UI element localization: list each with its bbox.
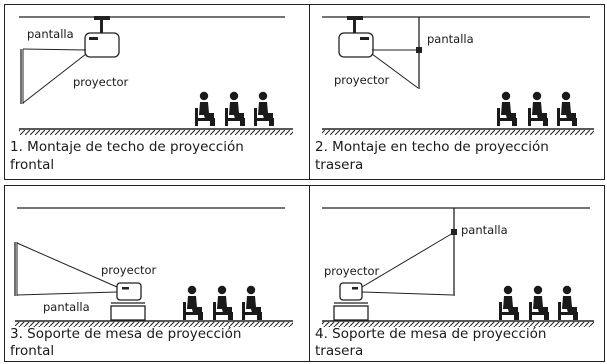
caption-line-1: 4. Soporte de mesa de proyección [315,326,547,342]
projector-device [339,282,363,301]
screen-label: pantalla [27,27,74,41]
table [110,302,146,321]
screen [14,242,18,296]
projection-beam [22,48,87,104]
panel-table-front: proyector pantalla 3. Soporte de mesa de… [4,185,310,362]
floor [15,320,293,327]
audience [499,285,578,320]
screen-label: pantalla [43,300,90,314]
caption-line-2: frontal [10,157,55,173]
caption-line-2: trasera [315,343,364,359]
projection-beam [361,232,454,296]
caption-line-1: 3. Soporte de mesa de proyección [10,326,242,342]
projector-label: proyector [73,75,129,89]
projection-beam [16,242,118,296]
caption-line-1: 2. Montaje en techo de proyección [315,139,549,155]
panel-ceiling-rear: pantalla proyector 2. Montaje en techo d… [309,4,605,180]
panel-ceiling-front: pantalla proyector 1. Montaje de techo d… [4,4,310,180]
floor [322,128,594,135]
floor [19,128,293,135]
projector-device [116,282,142,301]
audience [183,285,262,320]
caption-line-2: frontal [10,343,55,359]
screen [451,208,457,296]
projector-label: proyector [334,73,390,87]
screen [416,17,422,89]
screen-label: pantalla [461,223,508,237]
ceiling-mount [94,16,110,33]
panel-table-rear: pantalla proyector 4. Soporte de mesa de… [309,185,605,362]
projection-beam [371,49,419,89]
caption-line-1: 1. Montaje de techo de proyección [10,139,244,155]
floor [322,320,594,327]
caption-line-2: trasera [315,157,364,173]
ceiling-mount [347,16,363,33]
audience [497,91,577,126]
projector-device [338,32,374,58]
projector-label: proyector [324,264,380,278]
screen-label: pantalla [427,32,474,46]
screen [20,49,24,104]
projector-label: proyector [101,263,157,277]
audience [195,91,274,126]
table [333,302,369,321]
projector-device [84,32,120,58]
